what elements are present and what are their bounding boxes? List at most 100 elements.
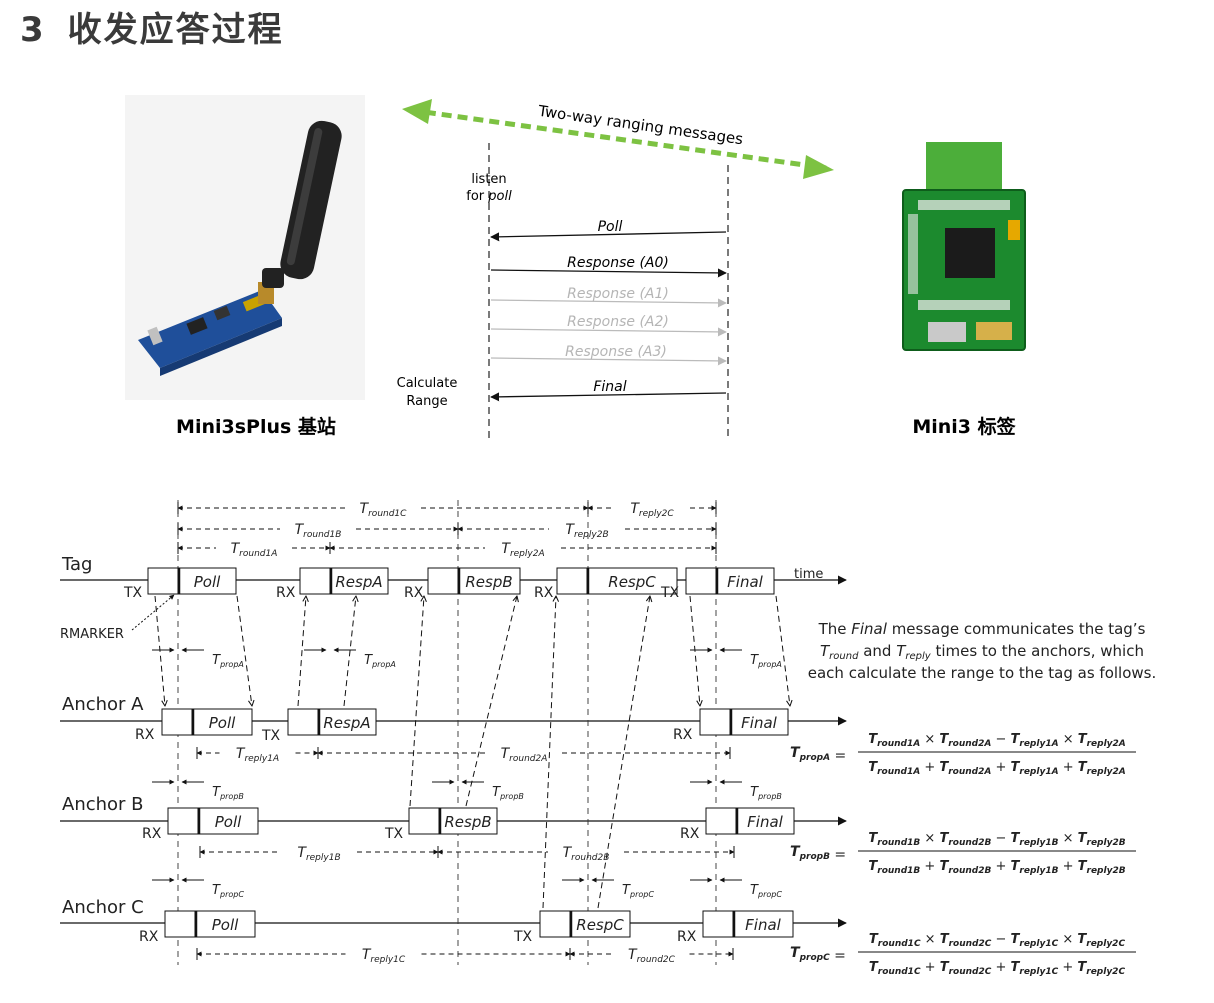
tprop-a-1-label: TpropA [212,653,244,669]
anchor-a-rx-2: RX [673,727,693,743]
interval-round1a-label: Tround1A [231,541,278,559]
prop-final-to-a-end [775,595,790,706]
anchor-a-frame-respa-preamble [287,708,319,736]
tag-frame-respa-preamble [299,567,331,595]
anchor-b-frame-poll-payload [197,807,259,835]
anchor-b-rx-1: RX [142,826,162,842]
tag-frame-respb-label: RespB [465,573,512,591]
tag-tx-2: TX [660,585,680,601]
message-response-a1: Response (A1) [490,286,727,308]
anchor-b-tx-1: TX [384,826,404,842]
tag-tx-1: TX [123,585,143,601]
interval-reply1b-label: Treply1B [297,845,340,863]
tag-frame-respa-label: RespA [335,573,382,591]
interval-reply2b-label: Treply2B [565,522,608,540]
rmarker-pointer [131,594,175,631]
calculate-label-2: Range [406,394,447,409]
prop-respc-up-end [597,596,650,909]
prop-respc-up-start [542,596,556,909]
tag-frame-final-preamble [685,567,717,595]
tag-frame-poll-label: Poll [194,573,221,591]
anchor-a-frame-respa-label: RespA [323,714,370,732]
anchor-a-frame-poll-preamble [161,708,193,736]
tag-frame-final-payload [715,567,775,595]
formula-3-lhs: TpropC = [790,945,846,964]
time-label: time [794,567,823,582]
message-final: Final [490,379,727,402]
anchor-b-frame-respb-preamble [408,807,440,835]
anchor-caption: Mini3sPlus 基站 [176,415,336,438]
tag-axis-label: Tag [61,554,92,575]
anchor-c-frame-final-label: Final [745,916,781,934]
tag-frame-respc-preamble [556,567,588,595]
anchor-c-frame-poll-label: Poll [212,916,239,934]
tprop-b-2-label: TpropB [492,785,524,801]
anchor-c-rx-1: RX [139,929,159,945]
formula-1-numerator: Tround1A × Tround2A − Treply1A × Treply2… [868,732,1126,749]
formula-3-denominator: Tround1C + Tround2C + Treply1C + Treply2… [869,960,1126,977]
svg-text:Poll: Poll [598,219,623,235]
anchor-b-frame-final-payload [735,807,795,835]
interval-reply2a-label: Treply2A [501,541,544,559]
formula-1-lhs: TpropA = [790,745,846,764]
interval-reply1a-label: Treply1A [236,746,279,764]
anchor-a-frame-respa-payload [317,708,377,736]
tprop-c-3-label: TpropC [750,883,782,899]
tprop-c-1-label: TpropC [212,883,244,899]
page-heading: 3 收发应答过程 [20,2,284,51]
formula-2-numerator: Tround1B × Tround2B − Treply1B × Treply2… [868,831,1125,848]
interval-round1c-label: Tround1C [360,501,408,519]
anchor-b-frame-poll-label: Poll [215,813,242,831]
anchor-a-frame-final-preamble [699,708,731,736]
prop-respb-up-end [465,596,517,807]
interval-round2a-label: Tround2A [501,746,548,764]
anchor-a-frame-poll-label: Poll [209,714,236,732]
interval-round2c-label: Tround2C [628,947,676,965]
arrowhead-left [402,99,432,124]
anchor-b-rx-2: RX [680,826,700,842]
heading-title: 收发应答过程 [67,10,284,50]
anchor-a-tx-1: TX [261,728,281,744]
anchor-c-frame-respc-label: RespC [576,916,624,934]
tag-frame-respc-label: RespC [608,573,656,591]
formula-2-lhs: TpropB = [790,844,846,863]
note-line-1: The Final message communicates the tag’s [818,620,1146,638]
message-response-a3: Response (A3) [490,344,727,366]
tag-caption: Mini3 标签 [912,415,1016,438]
listen-label-1: listen [471,172,506,187]
formula-1-denominator: Tround1A + Tround2A + Treply1A + Treply2… [868,760,1126,777]
tag-frame-final-label: Final [727,573,763,591]
svg-text:Response (A2): Response (A2) [567,314,669,330]
anchor-b-axis-label: Anchor B [62,794,144,815]
tag-frame-respc-payload [586,567,678,595]
interval-reply1c-label: Treply1C [362,947,406,965]
two-way-arrow [409,107,827,171]
anchor-device-image [125,95,365,400]
svg-text:Final: Final [593,379,626,395]
prop-respb-up-start [409,596,424,807]
anchor-c-axis-label: Anchor C [62,897,144,918]
note-line-3: each calculate the range to the tag as f… [808,664,1156,682]
anchor-a-axis-label: Anchor A [62,694,144,715]
heading-number: 3 [20,10,46,50]
message-response-a0: Response (A0) [490,255,727,278]
prop-respa-up-start [297,596,306,707]
anchor-c-frame-poll-preamble [164,910,196,938]
tag-frame-respb-preamble [427,567,459,595]
anchor-c-rx-2: RX [677,929,697,945]
tprop-a-3-label: TpropA [750,653,782,669]
tag-frame-respb-payload [457,567,521,595]
anchor-c-frame-final-payload [732,910,794,938]
formula-2-denominator: Tround1B + Tround2B + Treply1B + Treply2… [868,859,1125,876]
tag-rx-3: RX [534,585,554,601]
anchor-b-frame-respb-label: RespB [444,813,491,831]
anchor-c-tx-1: TX [513,929,533,945]
interval-round2b-label: Tround2B [563,845,610,863]
rmarker-label: RMARKER [60,627,124,642]
message-response-a2: Response (A2) [490,314,727,337]
tag-device-image [902,142,1026,351]
note-line-2: Tround and Treply times to the anchors, … [820,642,1144,662]
prop-poll-to-a-end [236,595,252,706]
